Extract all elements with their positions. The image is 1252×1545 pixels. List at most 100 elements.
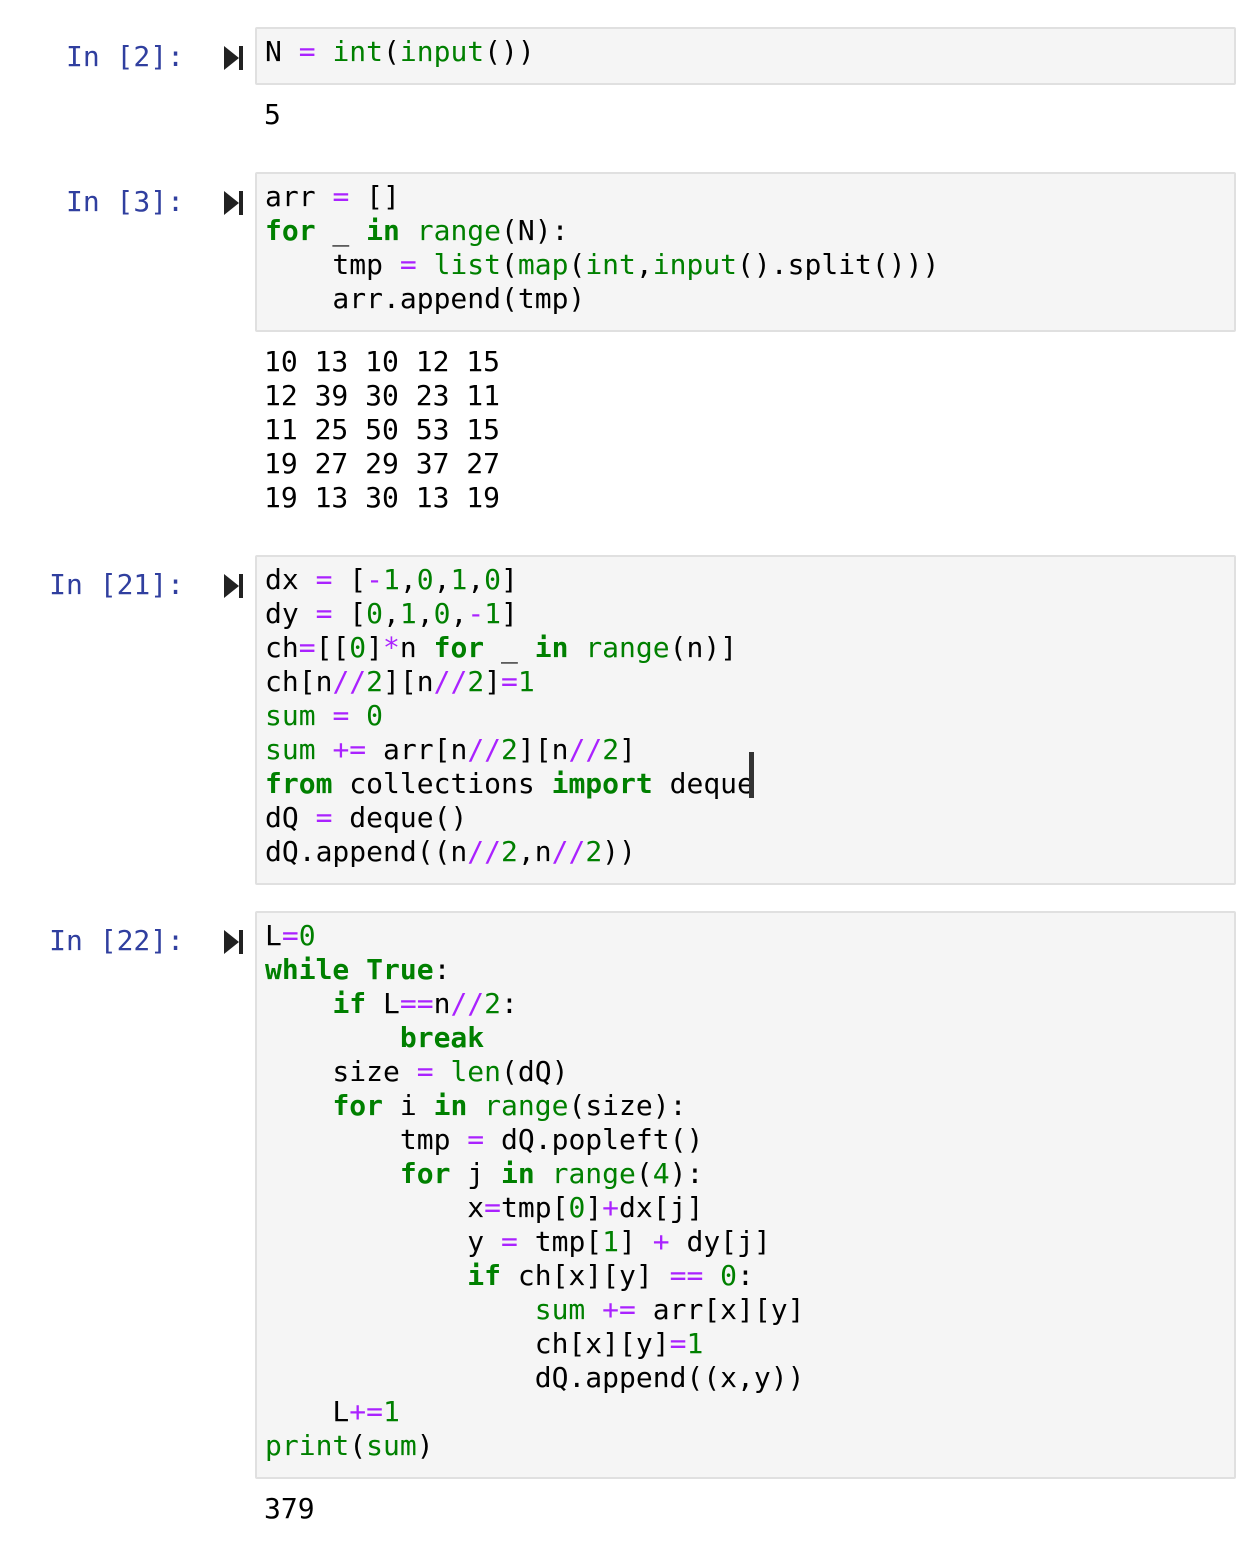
code-editor[interactable]: arr = [] for _ in range(N): tmp = list(m…	[257, 174, 1234, 316]
code-token: 2	[501, 733, 518, 766]
code-token: ): x	[467, 1157, 704, 1224]
code-input[interactable]: L=0 while True: if L==n//2: break size =…	[255, 911, 1236, 1479]
code-token: dQ.popleft()	[501, 1123, 704, 1156]
code-token: 0	[568, 1191, 586, 1224]
code-token: =	[281, 919, 299, 952]
code-token: for	[399, 1157, 451, 1190]
cell-prompt: In [22]:	[49, 924, 184, 957]
code-token: [	[332, 597, 367, 630]
run-cell-icon[interactable]	[222, 572, 244, 600]
code-editor[interactable]: L=0 while True: if L==n//2: break size =…	[257, 913, 1234, 1463]
code-token	[467, 1089, 484, 1122]
code-token: dy	[265, 597, 316, 630]
code-token: deque()	[349, 801, 468, 834]
code-token: 1	[383, 563, 400, 596]
code-token: int	[585, 248, 636, 281]
code-token: collections	[332, 767, 552, 800]
run-cell-icon[interactable]	[222, 44, 244, 72]
cell-output: 10 13 10 12 15 12 39 30 23 11 11 25 50 5…	[264, 345, 501, 514]
code-token: import	[551, 767, 653, 800]
code-token: =	[298, 35, 316, 68]
code-token: size	[332, 1055, 400, 1088]
code-token: []	[366, 180, 400, 213]
code-token: ==	[399, 987, 434, 1020]
code-token: ))	[602, 835, 636, 868]
code-token: deque	[669, 767, 754, 800]
code-token	[434, 1055, 451, 1088]
code-token: 1	[517, 665, 535, 698]
code-token: L	[265, 919, 282, 952]
code-token: ]	[619, 733, 636, 766]
code-token: ,	[433, 563, 451, 596]
code-token: arr[n	[366, 733, 468, 766]
code-token: ]	[585, 1191, 603, 1224]
code-token: (	[635, 1157, 653, 1190]
code-token: 2	[366, 665, 384, 698]
code-input[interactable]: N = int(input())	[255, 27, 1236, 85]
code-token: in	[501, 1157, 535, 1190]
code-token: 1	[602, 1225, 620, 1258]
code-token: 0	[366, 699, 384, 732]
code-token: input	[399, 35, 485, 68]
code-token	[349, 953, 366, 986]
code-token: 0	[484, 563, 502, 596]
code-token: sum	[534, 1293, 586, 1326]
code-token: //	[467, 733, 502, 766]
code-input[interactable]: arr = [] for _ in range(N): tmp = list(m…	[255, 172, 1236, 332]
code-token: +=	[332, 733, 367, 766]
code-token	[703, 1259, 720, 1292]
code-token: (	[349, 1429, 367, 1462]
cell-prompt: In [21]:	[49, 568, 184, 601]
code-token: 1	[399, 597, 417, 630]
text-cursor	[749, 752, 754, 798]
code-token: for	[433, 631, 485, 664]
code-token: if	[332, 987, 367, 1020]
code-token: ]	[619, 1225, 653, 1258]
cell-prompt: In [2]:	[65, 40, 184, 73]
code-token: =	[332, 699, 350, 732]
run-cell-icon[interactable]	[222, 928, 244, 956]
code-token: 1	[686, 1327, 704, 1360]
code-token: 0	[416, 563, 434, 596]
cell-prompt: In [3]:	[65, 185, 184, 218]
code-editor[interactable]: dx = [-1,0,1,0] dy = [0,1,0,-1] ch=[[0]*…	[257, 557, 1234, 869]
code-token: +	[652, 1225, 670, 1258]
cell-output: 379	[264, 1492, 315, 1525]
code-token: ,	[383, 597, 400, 630]
code-token: :	[501, 987, 518, 1020]
run-cell-icon[interactable]	[222, 189, 244, 217]
code-token: ,	[467, 563, 485, 596]
code-token: len	[450, 1055, 502, 1088]
code-token: (N): tmp	[332, 214, 569, 281]
code-input[interactable]: dx = [-1,0,1,0] dy = [0,1,0,-1] ch=[[0]*…	[255, 555, 1236, 885]
code-token: ]	[366, 631, 384, 664]
code-token: sum	[265, 733, 316, 766]
code-token: dy[j]	[686, 1225, 771, 1258]
code-token: dx[j] y	[467, 1191, 704, 1258]
code-token	[585, 1293, 602, 1326]
code-token: break	[399, 1021, 485, 1054]
code-token: dQ.append((n	[265, 835, 468, 868]
code-token: 2	[501, 835, 518, 868]
code-token: if	[467, 1259, 502, 1292]
code-token: +=	[602, 1293, 636, 1326]
code-token: //	[433, 665, 468, 698]
code-editor[interactable]: N = int(input())	[257, 29, 1234, 69]
code-token: -	[366, 563, 384, 596]
code-token: 0	[433, 597, 451, 630]
code-token: =	[399, 248, 417, 281]
code-token: 2	[484, 987, 502, 1020]
code-token: =	[669, 1327, 687, 1360]
code-token: ,	[416, 597, 434, 630]
code-token: ())	[484, 35, 535, 68]
code-token: 1	[450, 563, 468, 596]
code-token: ][n	[517, 733, 569, 766]
code-token: =	[315, 597, 333, 630]
code-token: [	[332, 563, 367, 596]
code-token: [[	[315, 631, 350, 664]
code-token: //	[568, 733, 603, 766]
code-token: //	[332, 665, 367, 698]
code-token: in	[366, 214, 400, 247]
code-token: dQ.append((x,y)) L	[332, 1361, 805, 1428]
code-token	[316, 35, 333, 68]
